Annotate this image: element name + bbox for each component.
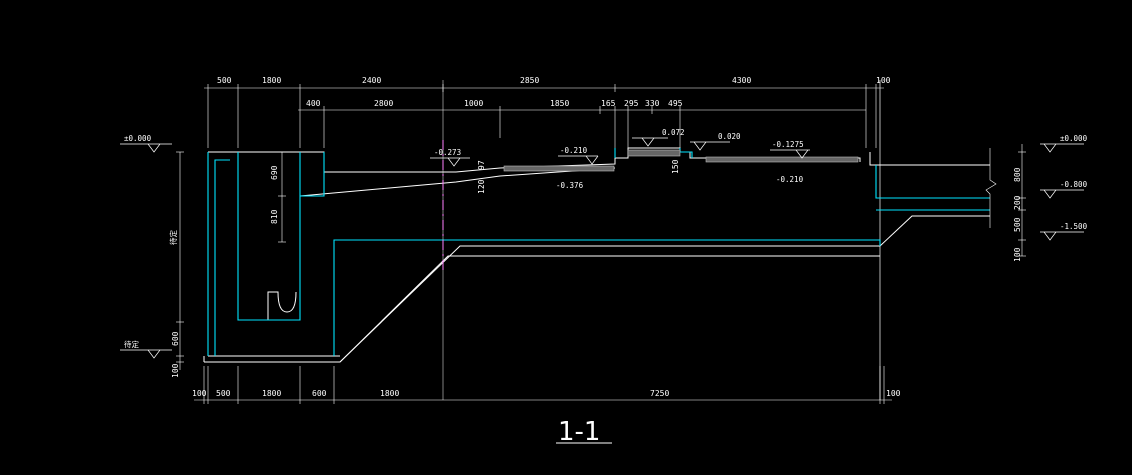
level-inner-7: -0.210 xyxy=(776,175,804,184)
dim-top2-5: 165 xyxy=(601,99,616,108)
level-right-2: -0.800 xyxy=(1060,180,1088,189)
dim-small-97: 97 xyxy=(477,160,486,170)
dim-top2-6: 295 xyxy=(624,99,639,108)
dim-bottom-1: 100 xyxy=(192,389,207,398)
level-inner-4: 0.072 xyxy=(662,128,685,137)
dim-top-4: 2850 xyxy=(520,76,539,85)
dim-top-2: 1800 xyxy=(262,76,281,85)
dim-top2-3: 1000 xyxy=(464,99,483,108)
dim-bottom-5: 1800 xyxy=(380,389,399,398)
level-inner-3: -0.376 xyxy=(556,181,584,190)
dim-left-810: 810 xyxy=(270,209,279,224)
level-left-mid: 待定 xyxy=(168,230,178,245)
structure-outline xyxy=(203,80,990,400)
dim-right-800: 800 xyxy=(1013,167,1022,182)
level-right-1: ±0.000 xyxy=(1060,134,1088,143)
dim-left-100: 100 xyxy=(171,363,180,378)
dim-right-500: 500 xyxy=(1013,217,1022,232)
level-inner-6: -0.1275 xyxy=(772,140,804,149)
level-inner-5: 0.020 xyxy=(718,132,741,141)
dim-bottom-4: 600 xyxy=(312,389,327,398)
dim-top2-2: 2800 xyxy=(374,99,393,108)
paving-hatch xyxy=(503,149,859,172)
dim-right-200: 200 xyxy=(1013,195,1022,210)
level-left-top: ±0.000 xyxy=(124,134,152,143)
level-left-bottom: 待定 xyxy=(124,339,139,349)
dim-left-600: 600 xyxy=(171,331,180,346)
dim-top-5: 4300 xyxy=(732,76,751,85)
dim-bottom-2: 500 xyxy=(216,389,231,398)
dim-bottom-3: 1800 xyxy=(262,389,281,398)
dim-left-690: 690 xyxy=(270,165,279,180)
dim-top2-8: 495 xyxy=(668,99,683,108)
dim-top2-4: 1850 xyxy=(550,99,569,108)
dimension-lines xyxy=(176,84,1026,404)
dim-top2-1: 400 xyxy=(306,99,321,108)
dim-top-3: 2400 xyxy=(362,76,381,85)
dim-right-100: 100 xyxy=(1013,247,1022,262)
dim-top2-7: 330 xyxy=(645,99,660,108)
dim-bottom-7: 100 xyxy=(886,389,901,398)
level-right-3: -1.500 xyxy=(1060,222,1088,231)
level-markers xyxy=(120,137,1084,359)
level-inner-1: -0.273 xyxy=(434,148,461,157)
dim-bottom-6: 7250 xyxy=(650,389,669,398)
wall-lines xyxy=(207,148,990,356)
dim-top-6: 100 xyxy=(876,76,891,85)
section-title: 1-1 xyxy=(558,417,600,447)
dim-small-150: 150 xyxy=(671,159,680,174)
dim-top-1: 500 xyxy=(217,76,232,85)
level-inner-2: -0.210 xyxy=(560,146,588,155)
dim-small-120: 120 xyxy=(477,179,486,194)
